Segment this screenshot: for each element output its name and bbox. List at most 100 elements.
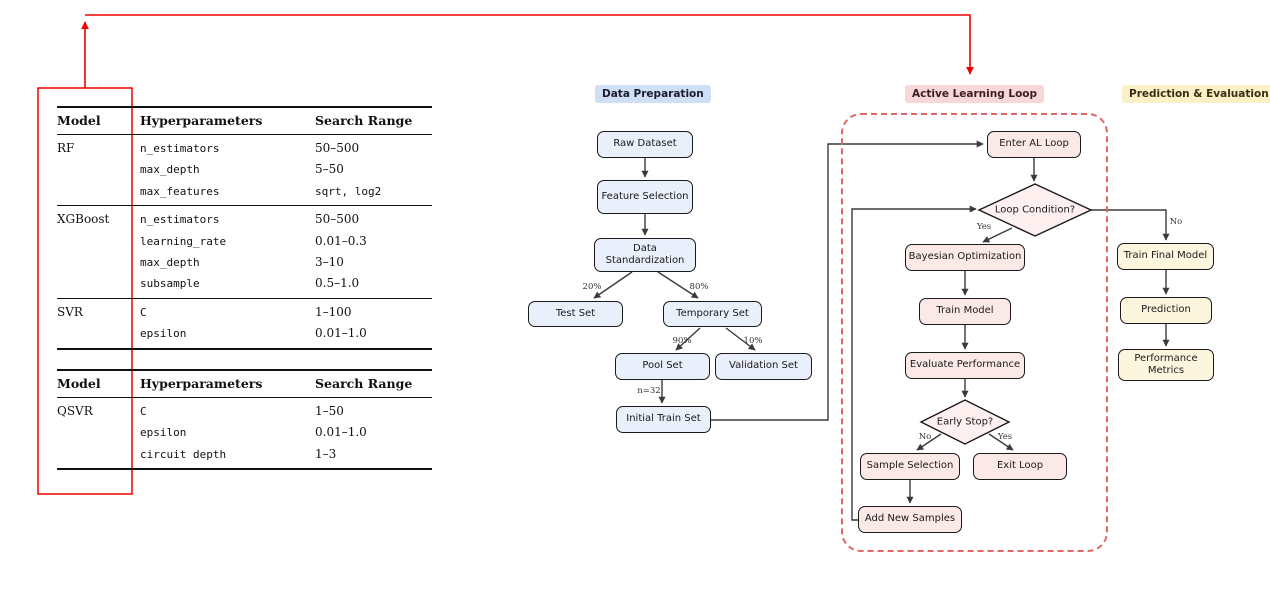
table-row: QSVR C 1–50 [57, 401, 432, 422]
edge-label-n32: n=32 [637, 386, 661, 396]
edge-label-90pct: 90% [672, 336, 692, 346]
node-pool-set: Pool Set [615, 353, 710, 380]
table-row: SVR C 1–100 [57, 302, 432, 323]
table-row: max_depth 5–50 [57, 159, 432, 180]
node-sample-selection: Sample Selection [860, 453, 960, 480]
node-exit-loop: Exit Loop [973, 453, 1067, 480]
table-row: circuit depth 1–3 [57, 444, 432, 465]
table-row: RF n_estimators 50–500 [57, 138, 432, 159]
header-hyperparameters: Hyperparameters [140, 376, 263, 391]
table-rule [57, 134, 432, 135]
node-raw-dataset: Raw Dataset [597, 131, 693, 158]
table-rule [57, 468, 432, 471]
edge-label-80pct: 80% [689, 282, 709, 292]
model-cell: RF [57, 141, 75, 155]
param-cell: max_depth [140, 256, 200, 270]
classical-hyperparameter-table: Model Hyperparameters Search Range RF n_… [57, 106, 432, 350]
loop-condition-diamond [977, 183, 1093, 237]
model-cell: SVR [57, 304, 83, 319]
param-cell: n_estimators [140, 213, 220, 227]
range-cell: 0.01–1.0 [315, 425, 367, 440]
edge-label-cond-yes: Yes [976, 222, 992, 232]
table-row: max_depth 3–10 [57, 252, 432, 273]
table-group-svr: SVR C 1–100 epsilon 0.01–1.0 [57, 299, 432, 348]
node-data-standardization: Data Standardization [594, 238, 696, 272]
node-bayesian-optimization: Bayesian Optimization [905, 244, 1025, 271]
table-rule [57, 369, 432, 371]
table-header-row: Model Hyperparameters Search Range [57, 108, 432, 134]
table-row: learning_rate 0.01–0.3 [57, 231, 432, 252]
header-model: Model [57, 113, 101, 128]
node-initial-train-set: Initial Train Set [616, 406, 711, 433]
range-cell: 0.5–1.0 [315, 276, 360, 291]
param-cell: max_depth [140, 163, 200, 177]
param-cell: subsample [140, 277, 200, 291]
param-cell: circuit depth [140, 447, 227, 461]
table-rule [57, 297, 432, 299]
header-search-range: Search Range [315, 113, 413, 128]
section-header-data-preparation: Data Preparation [595, 85, 711, 103]
node-evaluate-performance: Evaluate Performance [905, 352, 1025, 379]
node-validation-set: Validation Set [715, 353, 812, 380]
node-test-set: Test Set [528, 301, 623, 327]
range-cell: 50–500 [315, 141, 360, 155]
param-cell: max_features [140, 184, 220, 198]
node-enter-al-loop: Enter AL Loop [987, 131, 1081, 158]
param-cell: n_estimators [140, 142, 220, 155]
table-group-rf: RF n_estimators 50–500 max_depth 5–50 ma… [57, 135, 432, 205]
table-header-row: Model Hyperparameters Search Range [57, 371, 432, 397]
table-row: subsample 0.5–1.0 [57, 273, 432, 294]
node-temporary-set: Temporary Set [663, 301, 762, 327]
edge-label-early-yes: Yes [997, 432, 1013, 442]
table-group-xgboost: XGBoost n_estimators 50–500 learning_rat… [57, 206, 432, 298]
table-group-qsvr: QSVR C 1–50 epsilon 0.01–1.0 circuit dep… [57, 398, 432, 468]
quantum-hyperparameter-table: Model Hyperparameters Search Range QSVR … [57, 369, 432, 471]
table-row: epsilon 0.01–1.0 [57, 422, 432, 443]
table-row: epsilon 0.01–1.0 [57, 323, 432, 344]
edge-label-cond-no: No [1169, 217, 1183, 227]
table-rule [57, 106, 432, 108]
header-search-range: Search Range [315, 376, 413, 391]
early-stop-diamond [919, 399, 1011, 445]
flow-edges [593, 140, 1170, 521]
range-cell: 0.01–0.3 [315, 233, 367, 248]
header-model: Model [57, 376, 101, 391]
range-cell: 0.01–1.0 [315, 326, 367, 341]
node-prediction: Prediction [1120, 297, 1212, 324]
range-cell: sqrt, log2 [315, 184, 382, 198]
param-cell: C [140, 305, 147, 319]
section-header-prediction-evaluation: Prediction & Evaluation [1122, 85, 1270, 103]
table-row: XGBoost n_estimators 50–500 [57, 209, 432, 230]
param-cell: epsilon [140, 426, 187, 440]
header-hyperparameters: Hyperparameters [140, 113, 263, 128]
edge-label-10pct: 10% [743, 336, 763, 346]
param-cell: C [140, 405, 147, 418]
param-cell: learning_rate [140, 234, 227, 248]
node-early-stop-label: Early Stop? [936, 416, 994, 428]
table-rule [57, 205, 432, 207]
range-cell: 1–3 [315, 446, 337, 461]
node-train-final-model: Train Final Model [1117, 243, 1214, 270]
node-feature-selection: Feature Selection [597, 180, 693, 214]
edge-label-early-no: No [918, 432, 932, 442]
node-loop-condition-label: Loop Condition? [994, 204, 1076, 216]
range-cell: 3–10 [315, 255, 344, 270]
node-add-new-samples: Add New Samples [858, 506, 962, 533]
range-cell: 1–100 [315, 304, 352, 319]
table-rule [57, 347, 432, 350]
param-cell: epsilon [140, 327, 187, 341]
active-learning-loop-boundary [841, 113, 1108, 552]
table-rule [57, 397, 432, 398]
edge-label-20pct: 20% [582, 282, 602, 292]
model-cell: XGBoost [57, 212, 110, 227]
section-header-active-learning-loop: Active Learning Loop [905, 85, 1045, 103]
range-cell: 1–50 [315, 404, 344, 418]
range-cell: 50–500 [315, 212, 360, 227]
node-performance-metrics: Performance Metrics [1118, 349, 1214, 381]
table-row: max_features sqrt, log2 [57, 181, 432, 202]
range-cell: 5–50 [315, 162, 344, 177]
node-train-model: Train Model [919, 298, 1011, 325]
model-cell: QSVR [57, 404, 93, 418]
